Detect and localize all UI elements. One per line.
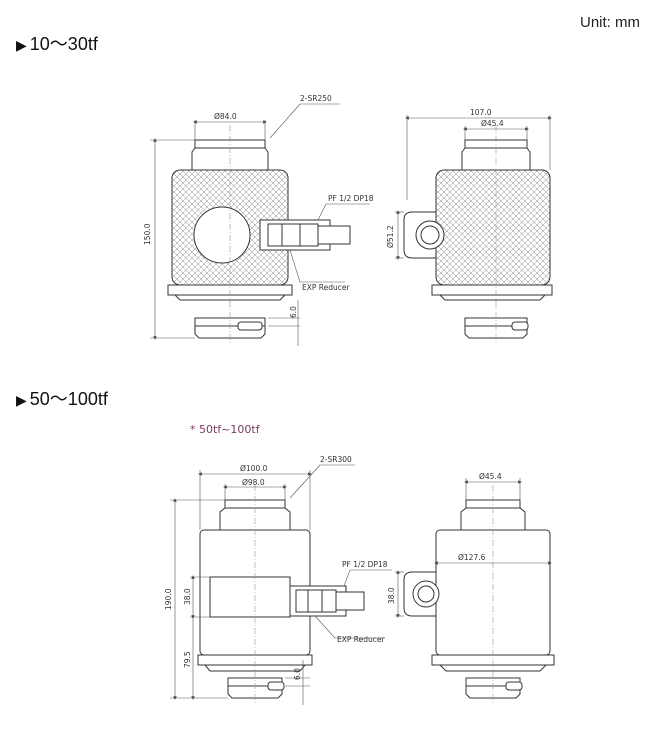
dim-s2-fitting: PF 1/2 DP18 <box>342 560 388 569</box>
dim-s2-plate: 38.0 <box>183 588 192 605</box>
dim-s1-sr: 2-SR250 <box>300 94 332 103</box>
triangle-bullet-icon: ▶ <box>16 392 27 408</box>
dim-s2-height: 190.0 <box>164 588 173 610</box>
front-view-large <box>197 485 365 705</box>
dim-s2-outer-dia: Ø100.0 <box>240 464 268 473</box>
dim-s2-top-dia: Ø98.0 <box>242 478 265 487</box>
dim-s1-width: 107.0 <box>470 108 492 117</box>
triangle-bullet-icon: ▶ <box>16 37 27 53</box>
dim-s1-gap: 6.0 <box>289 306 298 318</box>
capacity-subnote: * 50tf~100tf <box>190 423 260 436</box>
dim-s2-side-dia: 38.0 <box>387 587 396 604</box>
front-view-small <box>167 125 351 345</box>
dim-s1-top-dia: Ø84.0 <box>214 112 237 121</box>
section-title-large-text: 50〜100tf <box>29 389 108 409</box>
dim-s1-side-dia: Ø51.2 <box>386 225 395 248</box>
side-view-small <box>403 125 553 345</box>
dim-s1-reducer: EXP Reducer <box>302 283 351 292</box>
unit-label: Unit: mm <box>580 14 640 31</box>
side-view-large <box>403 485 555 705</box>
dim-s1-inner-dia: Ø45.4 <box>481 119 504 128</box>
dim-s1-height: 150.0 <box>143 223 152 245</box>
dim-s2-inner-dia: Ø45.4 <box>479 472 502 481</box>
dim-s2-sr: 2-SR300 <box>320 455 352 464</box>
section-title-small-text: 10〜30tf <box>29 34 98 54</box>
section-title-small: ▶10〜30tf <box>16 30 98 56</box>
dim-s2-lower: 79.5 <box>183 651 192 668</box>
dim-s2-reducer: EXP Reducer <box>337 635 386 644</box>
dim-s2-body-dia: Ø127.6 <box>458 553 486 562</box>
dim-s2-gap: 6.0 <box>293 668 302 680</box>
section-title-large: ▶50〜100tf <box>16 385 108 411</box>
dim-s1-fitting: PF 1/2 DP18 <box>328 194 374 203</box>
